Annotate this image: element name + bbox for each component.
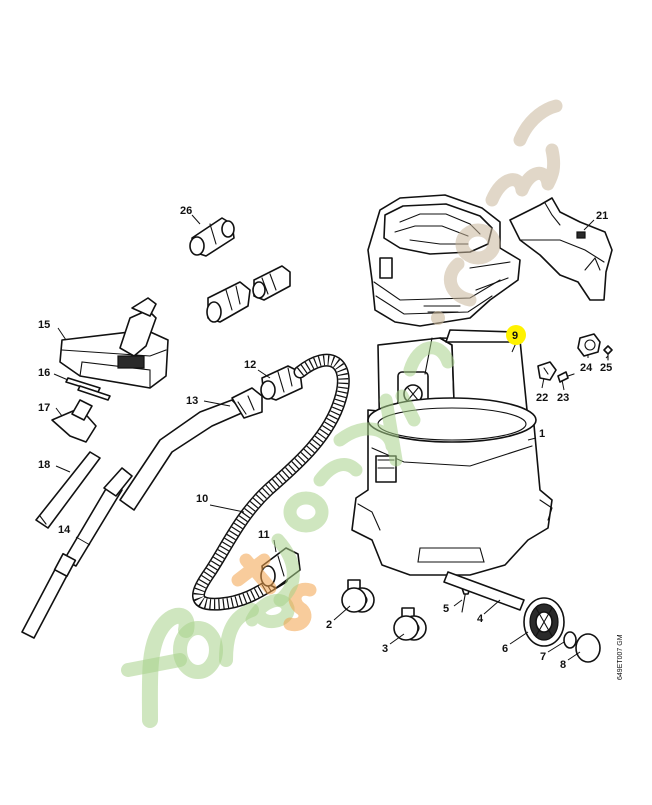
label-22[interactable]: 22 bbox=[536, 392, 548, 404]
label-13[interactable]: 13 bbox=[186, 395, 198, 407]
label-4[interactable]: 4 bbox=[477, 613, 484, 625]
part-18-crevice-tool[interactable] bbox=[35, 451, 101, 529]
part-21-cover[interactable] bbox=[509, 197, 613, 301]
label-8[interactable]: 8 bbox=[560, 659, 566, 671]
part-8-hubcap[interactable] bbox=[575, 633, 601, 663]
label-1[interactable]: 1 bbox=[539, 428, 545, 440]
part-17-small-nozzle[interactable] bbox=[51, 399, 97, 443]
part-23-screw[interactable] bbox=[557, 371, 575, 383]
drawing-code: 649ET007 GM bbox=[617, 634, 624, 680]
label-23[interactable]: 23 bbox=[557, 392, 569, 404]
part-6-wheel[interactable] bbox=[523, 597, 565, 647]
label-11[interactable]: 11 bbox=[258, 529, 270, 541]
label-6[interactable]: 6 bbox=[502, 643, 508, 655]
part-12-swivel[interactable] bbox=[260, 365, 303, 401]
part-24-clip[interactable] bbox=[577, 333, 601, 357]
part-9-highlight bbox=[506, 325, 526, 345]
label-14[interactable]: 14 bbox=[58, 524, 71, 536]
label-18[interactable]: 18 bbox=[38, 459, 50, 471]
label-9[interactable]: 9 bbox=[512, 330, 518, 342]
part-1-container[interactable] bbox=[351, 397, 553, 576]
label-21[interactable]: 21 bbox=[596, 210, 608, 222]
label-17[interactable]: 17 bbox=[38, 402, 50, 414]
part-25-screw[interactable] bbox=[603, 345, 613, 361]
part-15-floor-nozzle[interactable] bbox=[59, 297, 169, 389]
part-3-castor[interactable] bbox=[393, 607, 427, 641]
leader-lines bbox=[53, 214, 609, 661]
label-3[interactable]: 3 bbox=[382, 643, 388, 655]
adapter-pair[interactable] bbox=[206, 265, 291, 323]
part-22-latch[interactable] bbox=[537, 361, 557, 381]
label-25[interactable]: 25 bbox=[600, 362, 612, 374]
label-7[interactable]: 7 bbox=[540, 651, 546, 663]
watermark-logo bbox=[121, 99, 563, 728]
part-14-tubes[interactable] bbox=[21, 467, 133, 639]
part-13-hose-handle[interactable] bbox=[119, 387, 263, 511]
part-16-strips[interactable] bbox=[65, 377, 111, 401]
part-7-ring[interactable] bbox=[563, 631, 577, 649]
label-15[interactable]: 15 bbox=[38, 319, 50, 331]
label-10[interactable]: 10 bbox=[196, 493, 208, 505]
label-26[interactable]: 26 bbox=[180, 205, 192, 217]
label-16[interactable]: 16 bbox=[38, 367, 50, 379]
part-10-corrugated-hose[interactable] bbox=[192, 353, 350, 611]
label-12[interactable]: 12 bbox=[244, 359, 256, 371]
part-4-axle[interactable] bbox=[443, 571, 525, 611]
label-24[interactable]: 24 bbox=[580, 362, 593, 374]
part-26-connector[interactable] bbox=[189, 217, 235, 257]
part-labels: 1 2 3 4 5 6 7 8 9 10 11 12 13 14 15 16 1… bbox=[38, 205, 612, 671]
label-5[interactable]: 5 bbox=[443, 603, 449, 615]
label-2[interactable]: 2 bbox=[326, 619, 332, 631]
part-2-castor[interactable] bbox=[341, 579, 375, 613]
motor-head[interactable] bbox=[367, 194, 521, 327]
